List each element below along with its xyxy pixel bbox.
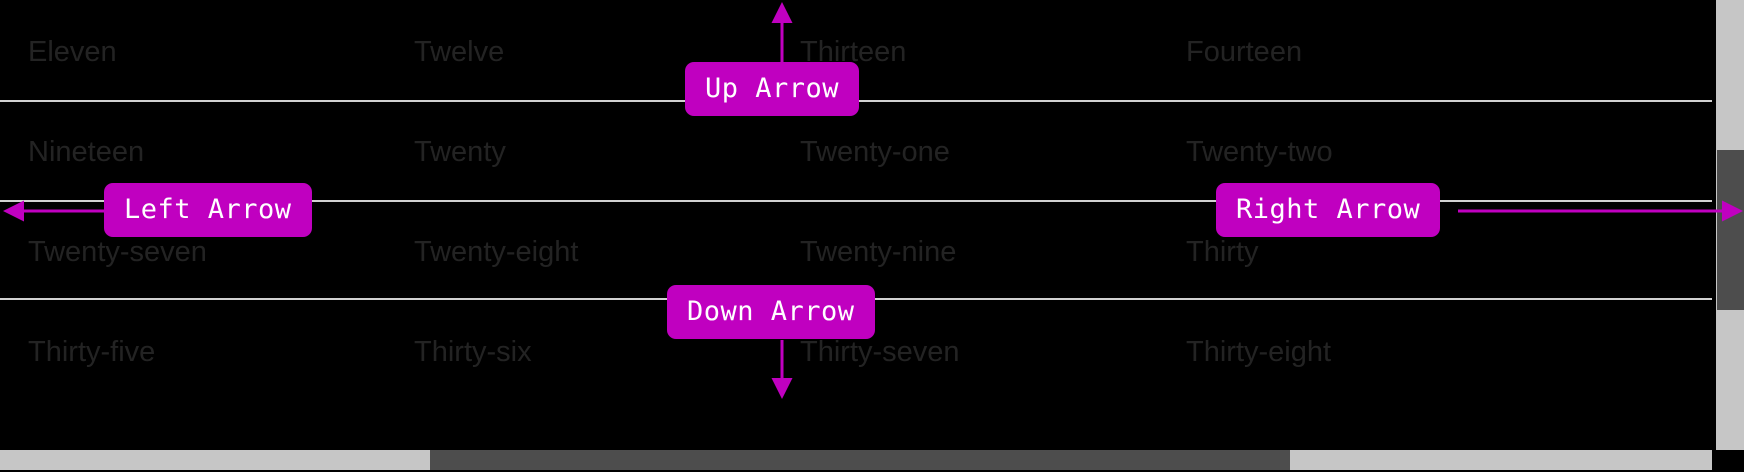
table-row: Thirty-five Thirty-six Thirty-seven Thir… bbox=[0, 300, 1712, 400]
grid-cell: Thirty bbox=[1186, 236, 1259, 268]
grid-cell: Thirty-seven bbox=[800, 336, 960, 368]
grid-cell: Nineteen bbox=[28, 136, 145, 168]
grid-cell: Twenty-nine bbox=[800, 236, 957, 268]
row-divider bbox=[0, 200, 1712, 202]
table-row: Nineteen Twenty Twenty-one Twenty-two bbox=[0, 100, 1712, 200]
row-divider bbox=[0, 298, 1712, 300]
grid-cell: Twenty bbox=[414, 136, 506, 168]
vertical-scrollbar[interactable] bbox=[1716, 0, 1744, 450]
row-divider bbox=[0, 100, 1712, 102]
horizontal-scrollbar[interactable] bbox=[0, 450, 1712, 470]
grid-cell: Twenty-eight bbox=[414, 236, 579, 268]
grid-cell: Twelve bbox=[414, 36, 505, 68]
grid-cell: Twenty-seven bbox=[28, 236, 207, 268]
grid-cell: Twenty-two bbox=[1186, 136, 1333, 168]
grid-cell: Thirty-eight bbox=[1186, 336, 1332, 368]
vertical-scrollbar-thumb[interactable] bbox=[1717, 150, 1744, 310]
grid-cell: Thirty-five bbox=[28, 336, 156, 368]
grid-cell: Thirteen bbox=[800, 36, 907, 68]
horizontal-scrollbar-thumb[interactable] bbox=[430, 450, 1290, 470]
grid-cell: Thirty-six bbox=[414, 336, 532, 368]
grid-cell: Eleven bbox=[28, 36, 117, 68]
grid-cell: Twenty-one bbox=[800, 136, 950, 168]
scrollable-grid[interactable]: Eleven Twelve Thirteen Fourteen Nineteen… bbox=[0, 0, 1712, 450]
table-row: Eleven Twelve Thirteen Fourteen bbox=[0, 0, 1712, 100]
grid-cell: Fourteen bbox=[1186, 36, 1303, 68]
table-row: Twenty-seven Twenty-eight Twenty-nine Th… bbox=[0, 200, 1712, 300]
scrollbar-corner bbox=[1712, 450, 1744, 472]
